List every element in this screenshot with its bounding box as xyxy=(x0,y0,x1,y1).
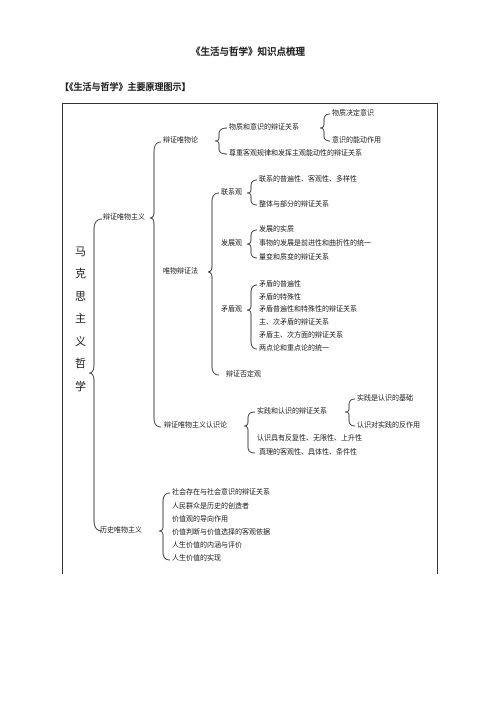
contradiction-item: 矛盾普遍性和特殊性的辩证关系 xyxy=(259,305,357,313)
historical-item: 价值判断与价值选择的客观依据 xyxy=(172,528,270,536)
connection-item: 整体与部分的辩证关系 xyxy=(259,200,329,208)
connection-item: 联系的普遍性、客观性、多样性 xyxy=(259,175,357,183)
node-contradiction-view: 矛盾观 xyxy=(221,305,242,313)
contradiction-item: 矛盾主、次方面的辩证关系 xyxy=(259,331,343,339)
epistemology-item: 真理的客观性、具体性、条件性 xyxy=(259,448,357,456)
root-char: 马 xyxy=(75,245,86,258)
node-consciousness-active: 意识的能动作用 xyxy=(332,136,381,144)
node-practice-basis: 实践是认识的基础 xyxy=(357,394,413,402)
node-dialectical-materialism: 辩证唯物主义 xyxy=(103,213,145,221)
node-matter-consciousness: 物质和意识的辩证关系 xyxy=(229,123,299,131)
document-title: 《生活与哲学》知识点梳理 xyxy=(190,47,305,58)
contradiction-item: 矛盾的特殊性 xyxy=(259,293,301,301)
node-development-view: 发展观 xyxy=(221,239,242,247)
development-item: 事物的发展是前进性和曲折性的统一 xyxy=(259,239,371,247)
node-practice-cognition: 实践和认识的辩证关系 xyxy=(257,407,327,415)
root-char: 学 xyxy=(75,380,86,393)
node-dialectical-ontology: 辩证唯物论 xyxy=(163,136,198,144)
node-connection-view: 联系观 xyxy=(221,188,242,196)
node-epistemology: 辩证唯物主义认识论 xyxy=(164,421,227,429)
epistemology-item: 认识具有反复性、无限性、上升性 xyxy=(257,434,362,442)
node-dialectical-negation: 辩证否定观 xyxy=(226,370,261,378)
root-char: 克 xyxy=(75,267,86,280)
development-item: 量变和质变的辩证关系 xyxy=(259,253,329,261)
root-char: 义 xyxy=(75,335,86,348)
root-char: 哲 xyxy=(75,357,86,370)
contradiction-item: 两点论和重点论的统一 xyxy=(259,344,329,352)
development-item: 发展的实质 xyxy=(259,225,294,233)
contradiction-item: 矛盾的普遍性 xyxy=(259,280,301,288)
diagram-frame xyxy=(62,103,438,574)
section-title: 【《生活与哲学》主要原理图示】 xyxy=(60,83,191,93)
node-cognition-reaction: 认识对实践的反作用 xyxy=(357,421,420,429)
root-char: 主 xyxy=(75,312,86,325)
node-matter-determines: 物质决定意识 xyxy=(332,109,374,117)
node-respect-law: 尊重客观规律和发挥主观能动性的辩证关系 xyxy=(229,149,362,157)
root-char: 思 xyxy=(75,290,86,303)
historical-item: 人民群众是历史的创造者 xyxy=(172,502,249,510)
node-materialist-dialectics: 唯物辩证法 xyxy=(163,267,198,275)
historical-item: 价值观的导向作用 xyxy=(172,515,228,523)
node-historical-materialism: 历史唯物主义 xyxy=(100,526,142,534)
contradiction-item: 主、次矛盾的辩证关系 xyxy=(259,318,329,326)
historical-item: 人生价值的内涵与评价 xyxy=(172,541,242,549)
historical-item: 人生价值的实现 xyxy=(172,554,221,562)
historical-item: 社会存在与社会意识的辩证关系 xyxy=(172,488,270,496)
